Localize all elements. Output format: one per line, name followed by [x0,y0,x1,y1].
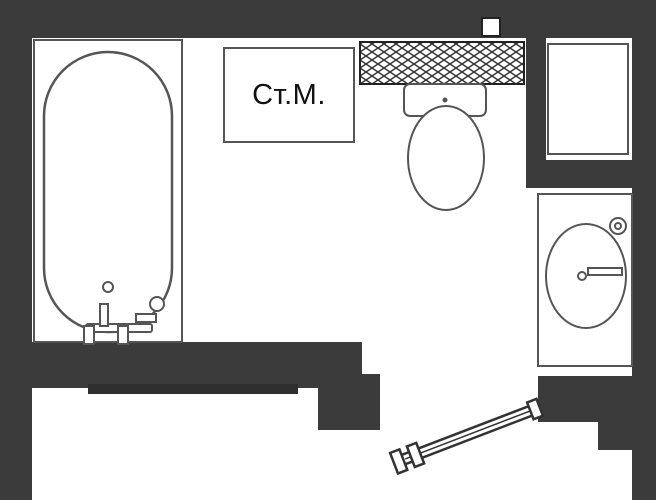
washing-machine-icon [223,47,355,143]
bathtub-icon [33,39,183,343]
faucet-icon [83,296,165,345]
bottom-pillar-jamb [362,374,380,430]
bottom-right-pillar-lower [598,376,632,450]
door-swing-icon [388,397,545,476]
right-wall [632,38,656,500]
bottom-pillar [318,342,362,430]
top-wall [0,0,656,38]
ventilation-grille-icon [359,41,525,85]
bottom-left-wall [0,342,362,388]
bathtub-drain [102,281,114,293]
bottom-left-shadow [88,384,298,394]
toilet-icon [403,83,487,211]
vent-box [481,17,501,37]
niche-wall [526,38,546,188]
sink-icon [537,193,633,367]
niche-inner [547,43,629,155]
left-wall [0,0,32,500]
niche-wall-bottom [526,160,632,188]
